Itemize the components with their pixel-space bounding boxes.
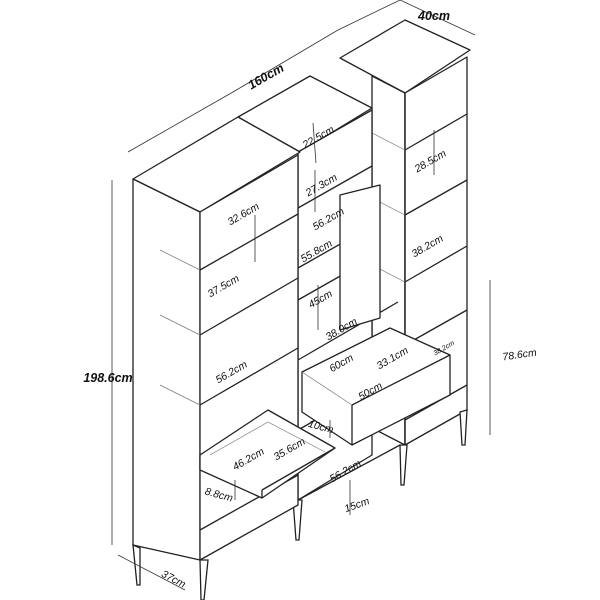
label-depth-left: 37cm: [159, 568, 188, 591]
dimension-lines: [111, 0, 491, 591]
label-depth-right: 40cm: [417, 9, 450, 23]
leg: [199, 559, 209, 600]
label-total-width: 160cm: [246, 61, 287, 93]
label-total-height: 198.6cm: [83, 371, 132, 385]
leg: [292, 499, 303, 541]
middle-unit: [237, 75, 451, 541]
label-leg-height: 15cm: [343, 495, 371, 515]
leg: [459, 409, 468, 446]
left-unit: [132, 116, 336, 600]
leg: [399, 444, 408, 486]
label-lower-height: 78.6cm: [502, 347, 538, 364]
